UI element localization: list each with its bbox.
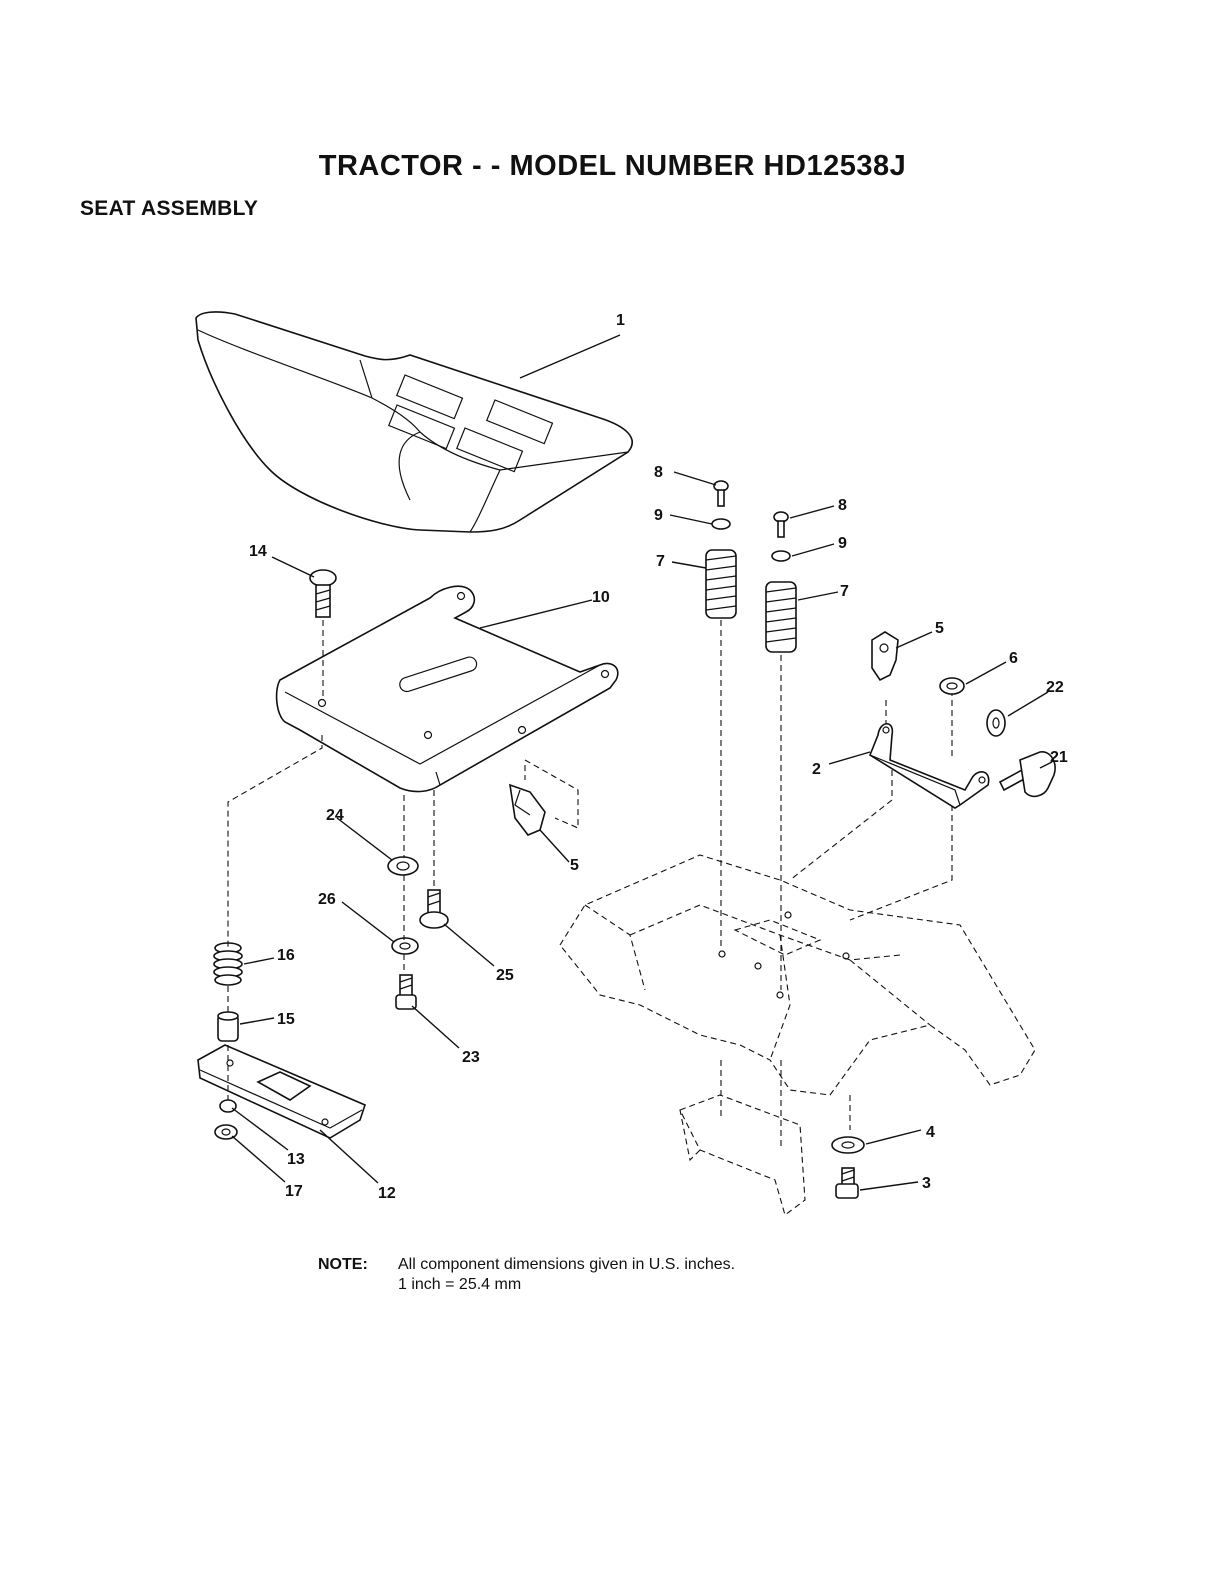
- callout-1: 1: [616, 312, 625, 329]
- callout-10: 10: [592, 589, 610, 606]
- callout-7-left: 7: [656, 553, 665, 570]
- washer-24-part: [388, 857, 418, 875]
- spring-7a-part: [706, 550, 736, 618]
- washer-9b-part: [772, 551, 790, 561]
- alignment-lines-right: [721, 620, 952, 1150]
- callout-6: 6: [1009, 650, 1018, 667]
- callout-26: 26: [318, 891, 336, 908]
- washer-9a-part: [712, 519, 730, 529]
- seat-switch-part: [510, 760, 578, 835]
- seat-part: [196, 312, 632, 532]
- knob-nut-part: [987, 710, 1005, 736]
- callout-22: 22: [1046, 679, 1064, 696]
- bolt-8a-part: [714, 481, 728, 506]
- callout-3: 3: [922, 1175, 931, 1192]
- callout-17: 17: [285, 1183, 303, 1200]
- callout-5-left: 5: [570, 857, 579, 874]
- callout-7-right: 7: [840, 583, 849, 600]
- note-line-1: All component dimensions given in U.S. i…: [398, 1256, 735, 1273]
- note-label: NOTE:: [318, 1255, 398, 1275]
- callout-4: 4: [926, 1124, 935, 1141]
- callout-8-left: 8: [654, 464, 663, 481]
- callout-9-right: 9: [838, 535, 847, 552]
- adjust-plate-part: [198, 1045, 365, 1138]
- callout-5-right: 5: [935, 620, 944, 637]
- callout-24: 24: [326, 807, 344, 824]
- bolt-8b-part: [774, 512, 788, 537]
- seat-switch-right-part: [872, 632, 898, 680]
- tractor-frame: [560, 855, 1035, 1215]
- callout-23: 23: [462, 1049, 480, 1066]
- callout-16: 16: [277, 947, 295, 964]
- callout-2: 2: [812, 761, 821, 778]
- bushing-part: [218, 1012, 238, 1041]
- callout-12: 12: [378, 1185, 396, 1202]
- washer-4-part: [832, 1137, 864, 1153]
- callout-21: 21: [1050, 749, 1068, 766]
- dimension-note: NOTE:All component dimensions given in U…: [318, 1255, 735, 1295]
- bolt-23-part: [396, 975, 416, 1009]
- shoulder-bolt-part: [420, 890, 448, 928]
- spring-16-part: [214, 943, 242, 985]
- callout-15: 15: [277, 1011, 295, 1028]
- callout-13: 13: [287, 1151, 305, 1168]
- washer-26-part: [392, 938, 418, 954]
- callout-8-right: 8: [838, 497, 847, 514]
- bolt-3-part: [836, 1168, 858, 1198]
- callout-25: 25: [496, 967, 514, 984]
- adjustment-knob-part: [1000, 752, 1055, 797]
- nut-6-part: [940, 678, 964, 694]
- nut-13-part: [220, 1100, 236, 1112]
- callout-9-left: 9: [654, 507, 663, 524]
- pivot-bracket-part: [870, 724, 989, 808]
- spring-7b-part: [766, 582, 796, 652]
- note-line-2: 1 inch = 25.4 mm: [318, 1275, 735, 1295]
- callout-14: 14: [249, 543, 267, 560]
